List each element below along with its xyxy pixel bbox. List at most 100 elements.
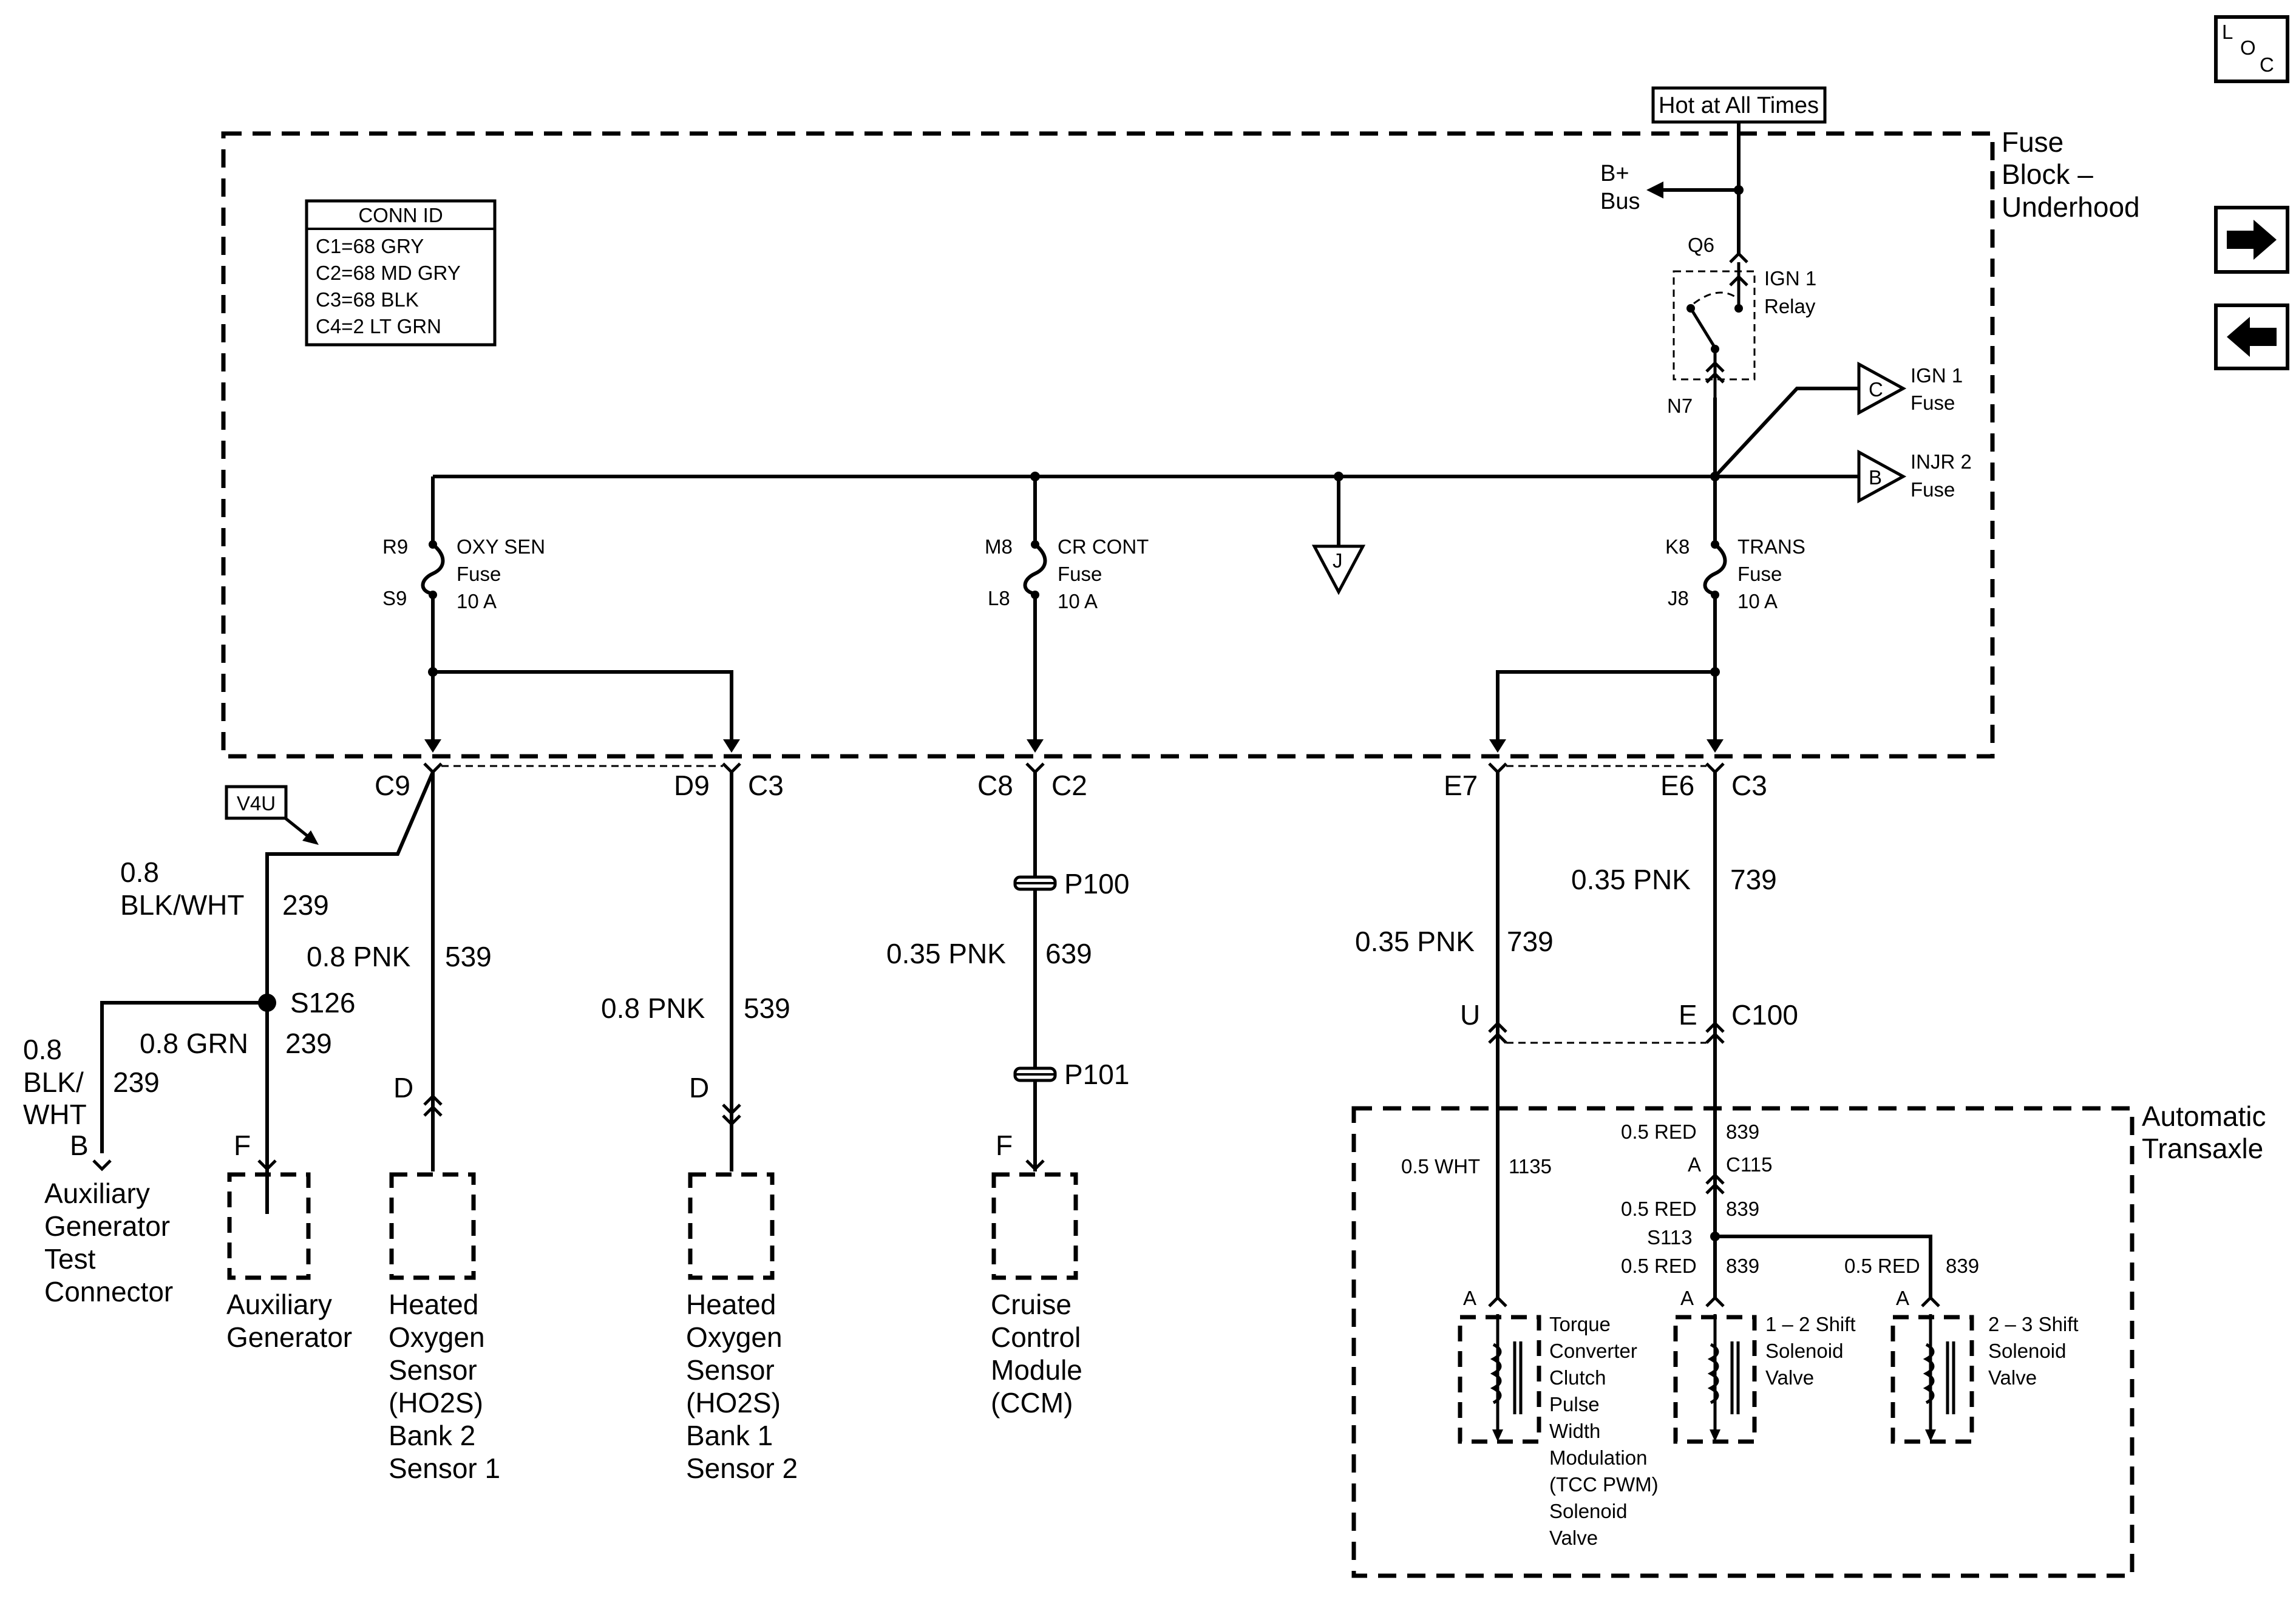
wire-color: BLK/ [23, 1066, 84, 1098]
fuse-pin-m8: M8 [985, 535, 1013, 558]
svg-text:Bank 2: Bank 2 [389, 1420, 475, 1451]
wire-circuit: 839 [1726, 1198, 1759, 1220]
svg-text:C100: C100 [1731, 999, 1798, 1031]
wire-circuit: 839 [1946, 1255, 1979, 1277]
svg-text:(HO2S): (HO2S) [686, 1387, 781, 1419]
svg-text:Modulation: Modulation [1549, 1446, 1647, 1469]
conn-c3: C3 [748, 770, 784, 801]
svg-text:Oxygen: Oxygen [686, 1321, 783, 1353]
automatic-transaxle-outline [1351, 1106, 2135, 1578]
svg-text:Bank 1: Bank 1 [686, 1420, 773, 1451]
splice-s113-label: S113 [1647, 1226, 1693, 1249]
svg-text:Auxiliary: Auxiliary [226, 1289, 332, 1320]
wire-circuit: 539 [445, 941, 492, 972]
conn-c2: C2 [1051, 770, 1087, 801]
wire-gauge-color: 0.8 PNK [601, 992, 705, 1024]
svg-text:Solenoid: Solenoid [1765, 1340, 1843, 1362]
conn-id-header: CONN ID [358, 204, 443, 226]
svg-text:(TCC PWM): (TCC PWM) [1549, 1473, 1659, 1496]
cruise-control-module-box [991, 1172, 1078, 1280]
arrow-left-icon [2227, 317, 2277, 357]
wire-circuit: 739 [1507, 926, 1554, 957]
svg-text:Valve: Valve [1765, 1366, 1814, 1389]
svg-text:Test: Test [44, 1243, 96, 1275]
aux-generator-label: Auxiliary Generator [226, 1289, 352, 1353]
fuse-pin-s9: S9 [382, 587, 407, 609]
loc-l: L [2222, 21, 2233, 43]
svg-text:P100: P100 [1064, 868, 1129, 900]
pin-d: D [393, 1072, 413, 1103]
relay-label-2: Relay [1764, 295, 1816, 317]
svg-text:Generator: Generator [44, 1210, 170, 1242]
svg-text:Sensor 2: Sensor 2 [686, 1453, 798, 1484]
svg-text:Hot at All Times: Hot at All Times [1659, 93, 1819, 118]
conn-e6: E6 [1660, 770, 1694, 801]
fuse-block-title-1: Fuse [2002, 126, 2063, 158]
pin-d: D [689, 1072, 709, 1103]
svg-text:Valve: Valve [1549, 1527, 1598, 1549]
pin-f: F [996, 1130, 1013, 1161]
svg-text:P101: P101 [1064, 1059, 1129, 1090]
oxy-sen-fuse-label-3: 10 A [457, 590, 497, 612]
conn-e7: E7 [1444, 770, 1478, 801]
connector-p100: P100 [1013, 868, 1129, 900]
svg-text:Valve: Valve [1988, 1366, 2037, 1389]
shift-2-3-solenoid [1890, 1314, 1974, 1444]
wire-circuit: 239 [113, 1066, 160, 1098]
svg-text:Connector: Connector [44, 1276, 173, 1307]
conn-d9: D9 [674, 770, 710, 801]
svg-text:Module: Module [991, 1354, 1082, 1386]
conn-id-table: CONN ID C1=68 GRY C2=68 MD GRY C3=68 BLK… [305, 199, 497, 347]
trans-fuse-label-1: TRANS [1737, 535, 1805, 558]
pin-f: F [234, 1130, 251, 1161]
fuse-pin-l8: L8 [988, 587, 1010, 609]
loc-button[interactable]: L O C [2214, 15, 2289, 83]
wire-color: BLK/WHT [120, 889, 244, 921]
shift-2-3-solenoid-label: 2 – 3 Shift Solenoid Valve [1988, 1313, 2079, 1389]
svg-text:Torque: Torque [1549, 1313, 1611, 1335]
fuse-pin-j8: J8 [1668, 587, 1689, 609]
wire-gauge: 0.8 [120, 856, 159, 888]
wire-gauge: 0.8 [23, 1034, 62, 1065]
svg-text:C: C [1869, 378, 1883, 401]
aux-generator-test-connector-label: Auxiliary Generator Test Connector [44, 1178, 173, 1307]
ho2s-bank1-sensor2-box [688, 1172, 775, 1280]
connector-row-fuse-block: C9 D9 C3 C8 C2 E7 E6 C3 [375, 762, 1767, 801]
fuse-pin-k8: K8 [1665, 535, 1690, 558]
loc-c: C [2260, 53, 2274, 76]
svg-text:Clutch: Clutch [1549, 1366, 1606, 1389]
oxy-sen-fuse-label-2: Fuse [457, 563, 501, 585]
bus-label: Bus [1600, 189, 1640, 214]
fuse-block-title-3: Underhood [2002, 191, 2140, 223]
svg-text:Oxygen: Oxygen [389, 1321, 485, 1353]
fuse-pin-r9: R9 [382, 535, 408, 558]
svg-text:Solenoid: Solenoid [1988, 1340, 2066, 1362]
svg-text:Width: Width [1549, 1420, 1600, 1442]
pin-a: A [1463, 1287, 1476, 1309]
v4u-option-label: V4U [225, 785, 319, 845]
svg-text:B: B [1869, 466, 1882, 489]
svg-text:1 – 2 Shift: 1 – 2 Shift [1765, 1313, 1856, 1335]
trans-fuse-label-3: 10 A [1737, 590, 1778, 612]
wire-circuit: 239 [285, 1028, 332, 1059]
wire-gauge-color: 0.5 RED [1621, 1255, 1697, 1277]
wire-circuit: 639 [1045, 938, 1092, 969]
conn-c9: C9 [375, 770, 410, 801]
c115-pin: A [1688, 1153, 1701, 1176]
cr-cont-fuse-label-1: CR CONT [1058, 535, 1149, 558]
prev-page-button[interactable] [2214, 303, 2289, 370]
wire-circuit: 839 [1726, 1255, 1759, 1277]
next-page-button[interactable] [2214, 206, 2289, 274]
transaxle-title-1: Automatic [2142, 1100, 2266, 1132]
loc-o: O [2240, 36, 2256, 59]
conn-id-row: C2=68 MD GRY [316, 262, 461, 284]
svg-text:Sensor: Sensor [389, 1354, 477, 1386]
svg-text:E: E [1679, 999, 1697, 1031]
cr-cont-fuse-label-3: 10 A [1058, 590, 1098, 612]
svg-text:U: U [1460, 999, 1480, 1031]
svg-text:Converter: Converter [1549, 1340, 1637, 1362]
wire-gauge-color: 0.8 GRN [140, 1028, 248, 1059]
svg-text:Sensor: Sensor [686, 1354, 775, 1386]
svg-text:(CCM): (CCM) [991, 1387, 1073, 1419]
